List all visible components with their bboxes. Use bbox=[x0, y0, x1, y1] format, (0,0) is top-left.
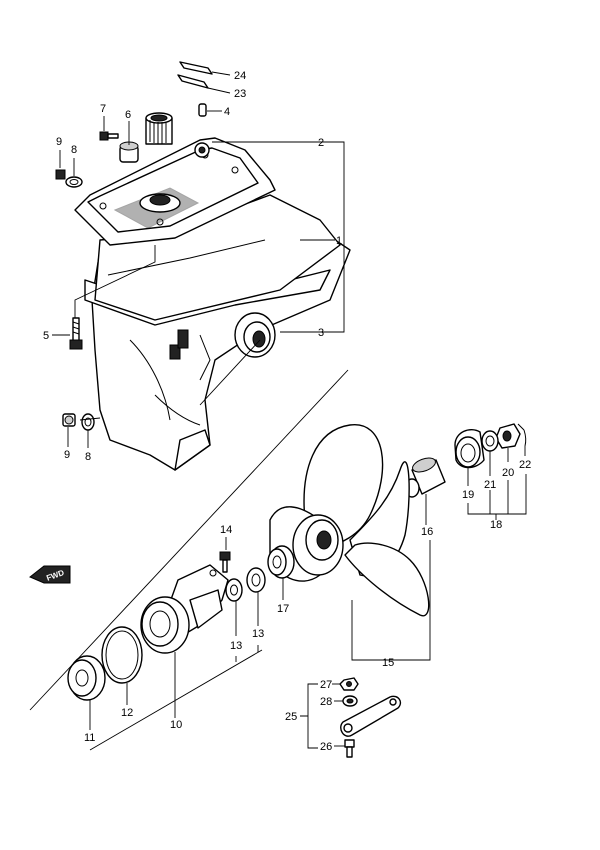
part-13-washer-b bbox=[225, 578, 243, 602]
callout-7: 7 bbox=[100, 103, 106, 115]
callout-24: 24 bbox=[234, 70, 246, 82]
callout-6: 6 bbox=[125, 109, 131, 121]
callout-15: 15 bbox=[382, 657, 394, 669]
part-19-spacer bbox=[454, 428, 485, 469]
part-21-washer bbox=[481, 430, 499, 452]
callout-18: 18 bbox=[490, 519, 502, 531]
callout-21: 21 bbox=[484, 479, 496, 491]
part-7-bolt bbox=[99, 131, 119, 141]
part-11-bearing bbox=[67, 655, 106, 701]
part-8-washer-top bbox=[65, 176, 83, 188]
part-5-bolt bbox=[69, 317, 83, 350]
part-22-cotter-pin bbox=[517, 423, 527, 447]
part-12-o-ring bbox=[101, 626, 143, 684]
callout-22: 22 bbox=[519, 459, 531, 471]
callout-13-right: 13 bbox=[252, 628, 264, 640]
part-9-bolt-top bbox=[55, 169, 66, 180]
callout-11: 11 bbox=[84, 732, 95, 744]
part-27-nut bbox=[339, 677, 359, 691]
part-24-shim bbox=[179, 61, 213, 75]
part-15-propeller bbox=[269, 424, 430, 617]
callout-1: 1 bbox=[336, 235, 342, 247]
part-23-shim bbox=[177, 74, 209, 89]
callout-9-side: 9 bbox=[64, 449, 70, 461]
part-4-pin bbox=[198, 103, 207, 117]
part-8-washer-side bbox=[81, 413, 95, 431]
callout-25: 25 bbox=[285, 711, 297, 723]
gear-case-housing bbox=[74, 137, 351, 471]
needle-bearing bbox=[145, 112, 173, 145]
callout-5: 5 bbox=[43, 330, 49, 342]
part-16-bushing bbox=[404, 457, 446, 498]
callout-8-top: 8 bbox=[71, 144, 77, 156]
callout-26: 26 bbox=[320, 741, 332, 753]
callout-28: 28 bbox=[320, 696, 332, 708]
part-28-washer bbox=[342, 695, 358, 707]
callout-10: 10 bbox=[170, 719, 182, 731]
part-14-screw bbox=[219, 551, 231, 573]
callout-4: 4 bbox=[224, 106, 230, 118]
part-13-washer-a bbox=[246, 567, 266, 593]
callout-17: 17 bbox=[277, 603, 289, 615]
callout-23: 23 bbox=[234, 88, 246, 100]
callout-19: 19 bbox=[462, 489, 474, 501]
callout-3: 3 bbox=[318, 327, 324, 339]
fwd-arrow-icon: FWD bbox=[29, 565, 71, 584]
part-17-thrust-washer bbox=[267, 545, 295, 579]
callout-12: 12 bbox=[121, 707, 133, 719]
part-9-bolt-side bbox=[62, 413, 76, 427]
part-25-plate bbox=[340, 695, 402, 737]
part-10-bearing-housing bbox=[140, 564, 229, 654]
part-26-screw bbox=[344, 739, 355, 758]
callout-2: 2 bbox=[318, 137, 324, 149]
callout-16: 16 bbox=[421, 526, 433, 538]
callout-13-left: 13 bbox=[230, 640, 242, 652]
callout-20: 20 bbox=[502, 467, 514, 479]
callout-27: 27 bbox=[320, 679, 332, 691]
callout-8-side: 8 bbox=[85, 451, 91, 463]
part-20-nut bbox=[495, 423, 521, 449]
callout-14: 14 bbox=[220, 524, 232, 536]
callout-9-top: 9 bbox=[56, 136, 62, 148]
